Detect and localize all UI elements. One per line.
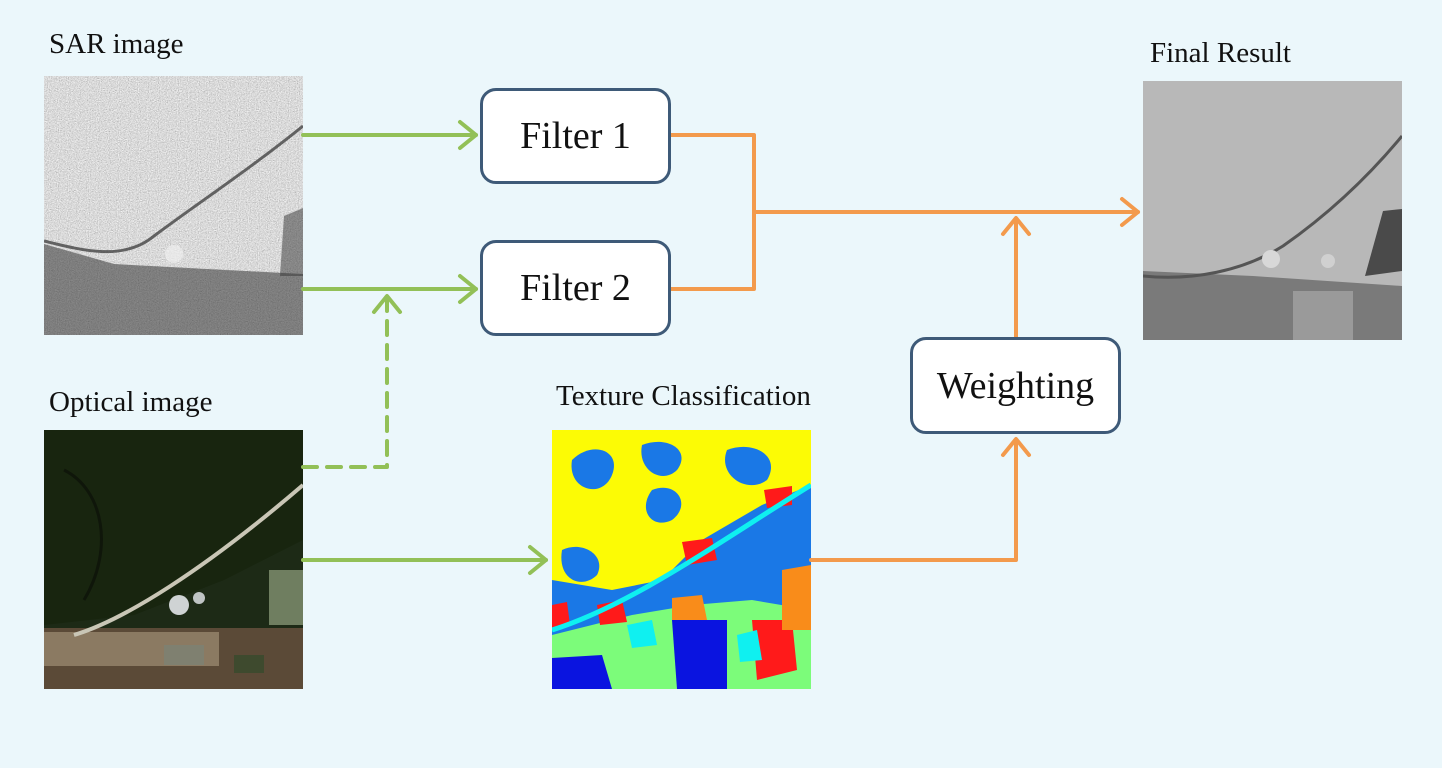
sar-image bbox=[44, 76, 303, 335]
arrow-texture-to-weighting bbox=[809, 438, 1018, 562]
texture-classification-image bbox=[552, 430, 811, 689]
final-result-label: Final Result bbox=[1150, 37, 1291, 69]
arrowhead-weighting-up bbox=[1001, 216, 1031, 236]
arrowhead-filter2 bbox=[458, 274, 478, 304]
final-result-image bbox=[1143, 81, 1402, 340]
optical-image-label: Optical image bbox=[49, 386, 213, 418]
arrowhead-texture bbox=[528, 545, 548, 575]
weighting-box: Weighting bbox=[910, 337, 1121, 434]
arrow-optical-to-filter2-dashed bbox=[301, 294, 389, 469]
arrowhead-optical-dashed bbox=[372, 294, 402, 314]
filter1-box: Filter 1 bbox=[480, 88, 671, 184]
filters-merge-line bbox=[668, 133, 756, 291]
texture-classification-label: Texture Classification bbox=[556, 380, 811, 412]
filter2-box: Filter 2 bbox=[480, 240, 671, 336]
arrowhead-filter1 bbox=[458, 120, 478, 150]
arrowhead-final bbox=[1120, 197, 1140, 227]
green-connectors bbox=[301, 120, 548, 575]
sar-image-label: SAR image bbox=[49, 28, 184, 60]
orange-connectors bbox=[668, 133, 1140, 562]
arrowhead-weighting-in bbox=[1001, 437, 1031, 457]
optical-image bbox=[44, 430, 303, 689]
